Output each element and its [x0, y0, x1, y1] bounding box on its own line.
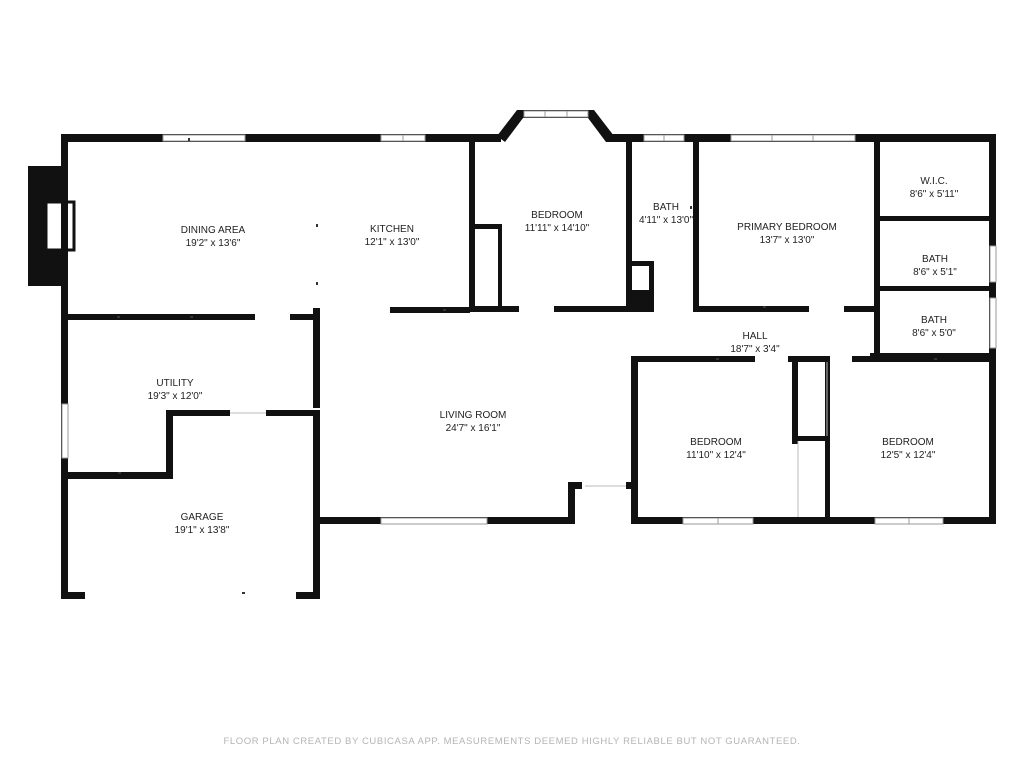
room-dim-bath-2: 8'6" x 5'1": [913, 267, 957, 278]
window-primary: [730, 134, 856, 142]
room-name-dining: DINING AREA: [181, 225, 246, 236]
window-dining: [162, 134, 246, 142]
window-bath3: [989, 297, 997, 349]
room-name-bedroom-1: BEDROOM: [531, 210, 583, 221]
windows: [61, 134, 997, 525]
room-dim-garage: 19'1" x 13'8": [175, 525, 230, 536]
bay-window: [497, 110, 614, 142]
room-labels: DINING AREA 19'2" x 13'6" KITCHEN 12'1" …: [148, 176, 959, 536]
room-name-kitchen: KITCHEN: [370, 224, 414, 235]
room-dim-utility: 19'3" x 12'0": [148, 391, 203, 402]
room-dim-primary-bedroom: 13'7" x 13'0": [760, 235, 815, 246]
room-dim-bedroom-1: 11'11" x 14'10": [525, 223, 590, 234]
room-dim-bath-3: 8'6" x 5'0": [912, 328, 956, 339]
interior-walls: [61, 140, 996, 524]
room-dim-bedroom-3: 12'5" x 12'4": [881, 450, 936, 461]
window-bath2: [989, 245, 997, 283]
room-dim-hall: 18'7" x 3'4": [730, 344, 780, 355]
room-name-bath-2: BATH: [922, 254, 948, 265]
dimension-ticks: [117, 138, 937, 594]
room-name-wic: W.I.C.: [920, 176, 947, 187]
room-dim-bath-1: 4'11" x 13'0": [639, 215, 694, 226]
room-name-bedroom-2: BEDROOM: [690, 437, 742, 448]
window-living: [380, 517, 488, 525]
room-name-hall: HALL: [742, 331, 767, 342]
room-dim-living-room: 24'7" x 16'1": [446, 423, 501, 434]
room-name-garage: GARAGE: [181, 512, 224, 523]
door-openings: [230, 362, 828, 517]
room-dim-wic: 8'6" x 5'11": [910, 189, 959, 200]
room-name-utility: UTILITY: [156, 378, 194, 389]
room-name-bath-1: BATH: [653, 202, 679, 213]
room-name-living-room: LIVING ROOM: [440, 410, 507, 421]
fireplace: [28, 166, 76, 286]
room-dim-dining: 19'2" x 13'6": [186, 238, 241, 249]
disclaimer-footer: FLOOR PLAN CREATED BY CUBICASA APP. MEAS…: [223, 736, 801, 747]
room-dim-kitchen: 12'1" x 13'0": [365, 237, 420, 248]
room-name-primary-bedroom: PRIMARY BEDROOM: [737, 222, 837, 233]
room-name-bath-3: BATH: [921, 315, 947, 326]
room-name-bedroom-3: BEDROOM: [882, 437, 934, 448]
window-utility: [61, 403, 69, 459]
room-dim-bedroom-2: 11'10" x 12'4": [686, 450, 746, 461]
